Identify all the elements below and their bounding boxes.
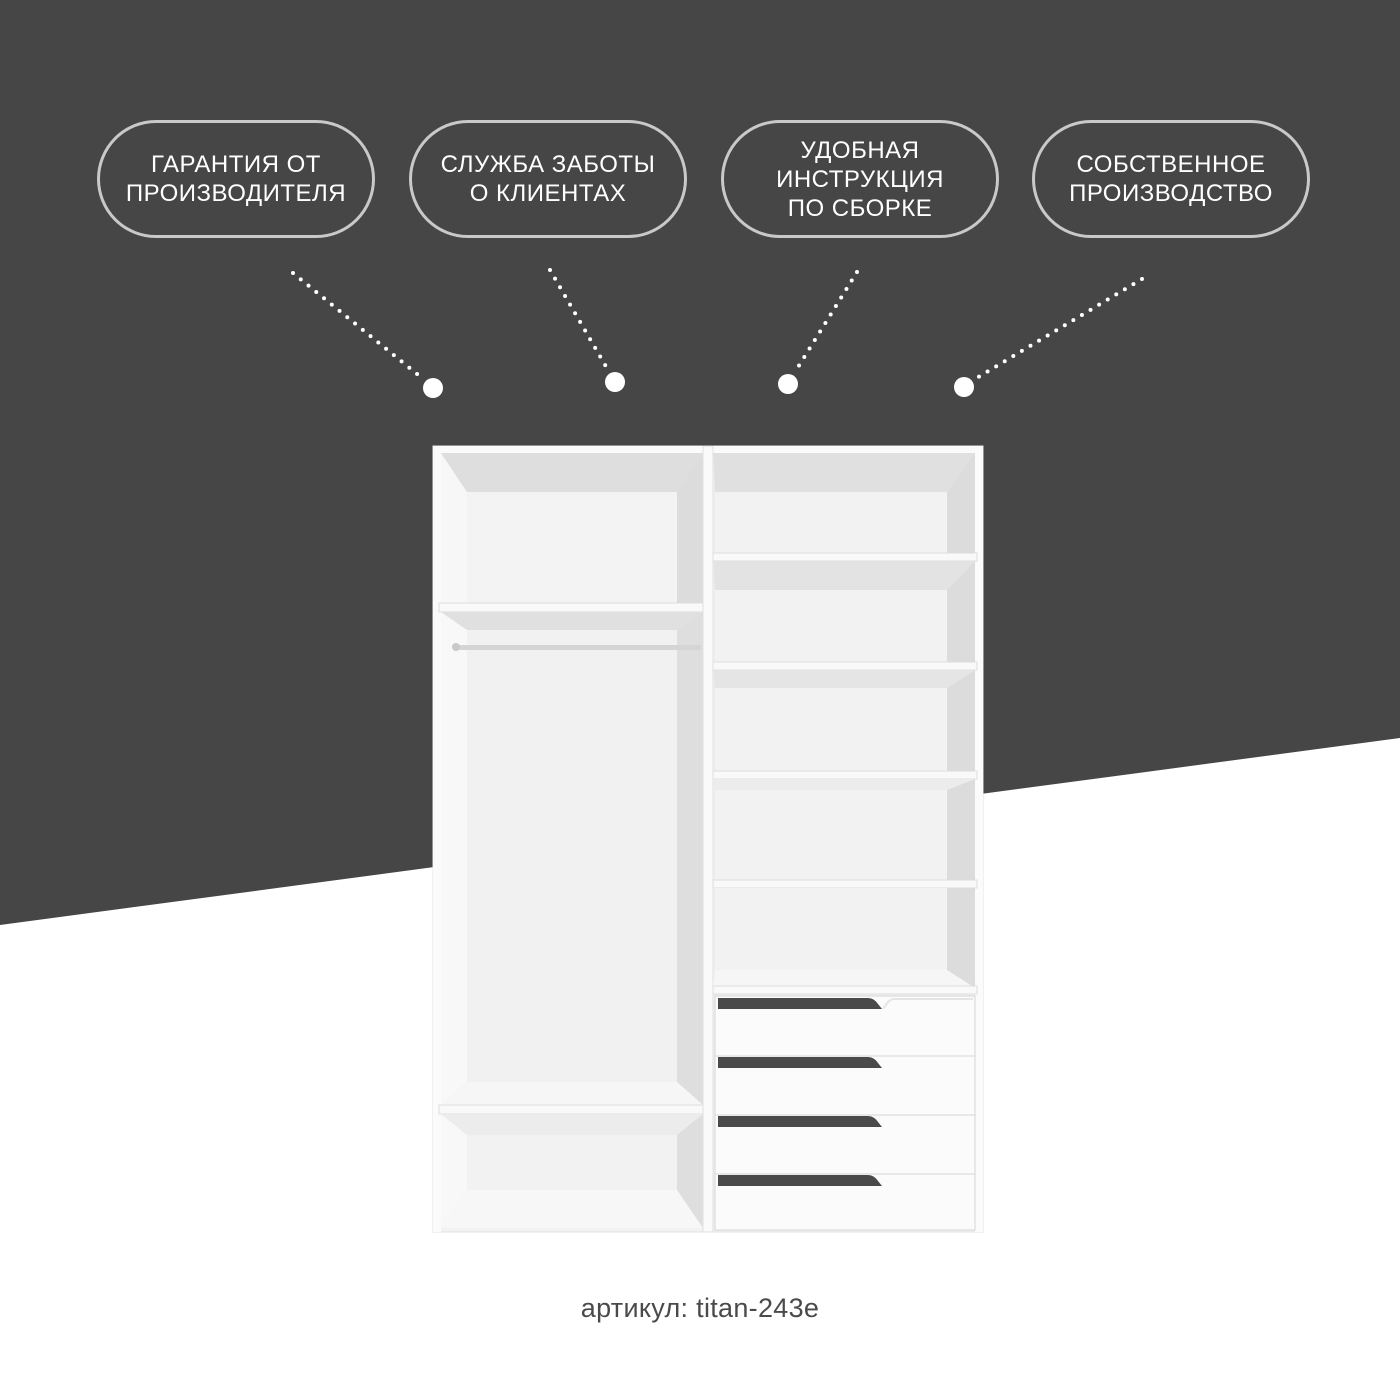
shelf	[712, 552, 978, 562]
sku-label: артикул:	[580, 1293, 689, 1323]
feature-customer-care: Служба заботы о клиентах	[409, 120, 687, 238]
shelf	[438, 1104, 706, 1115]
drawer	[714, 1173, 976, 1231]
shelf	[712, 661, 978, 671]
hanging-rod	[455, 645, 701, 650]
shelf	[438, 602, 706, 613]
feature-own-production-label: Собственное производство	[1069, 151, 1273, 207]
wardrobe-illustration	[432, 445, 984, 1233]
drawer	[714, 1114, 976, 1175]
drawer	[714, 1055, 976, 1116]
feature-assembly-instructions: Удобная инструкция по сборке	[721, 120, 999, 238]
center-divider	[702, 445, 714, 1233]
right-shelves	[712, 453, 978, 995]
connector-dots	[423, 372, 974, 398]
callout-dot-icon	[954, 377, 974, 397]
callout-dot-icon	[778, 374, 798, 394]
shelf	[712, 985, 978, 995]
drawer	[714, 995, 976, 1057]
connector-line-1	[291, 271, 424, 380]
shelf	[712, 770, 978, 780]
connector-lines	[291, 268, 1144, 381]
product-sku: артикул: titan-243e	[0, 1293, 1400, 1324]
sku-value: titan-243e	[696, 1293, 820, 1323]
feature-warranty-label: Гарантия от производителя	[125, 151, 347, 207]
callout-dot-icon	[423, 378, 443, 398]
connector-line-2	[548, 268, 610, 372]
drawers	[714, 995, 976, 1231]
feature-customer-care-label: Служба заботы о клиентах	[440, 151, 656, 207]
shelf	[712, 879, 978, 889]
feature-own-production: Собственное производство	[1032, 120, 1310, 238]
callout-dot-icon	[605, 372, 625, 392]
feature-warranty: Гарантия от производителя	[97, 120, 375, 238]
feature-assembly-instructions-label: Удобная инструкция по сборке	[776, 136, 944, 222]
connector-line-3	[793, 270, 859, 374]
